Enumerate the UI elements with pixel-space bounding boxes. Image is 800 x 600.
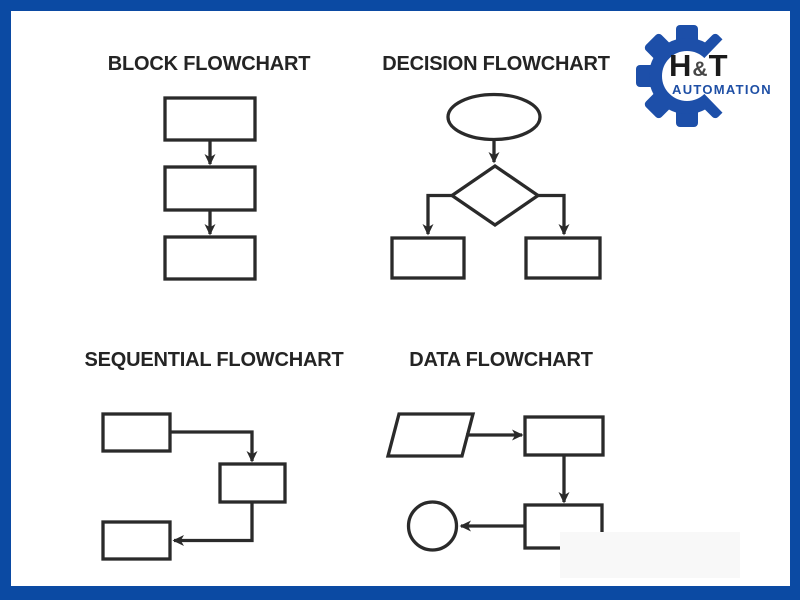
brand-name: H&T bbox=[669, 50, 728, 85]
decision-rect-left bbox=[390, 236, 466, 280]
block-rect-2 bbox=[163, 165, 257, 212]
sequential-arrow-2 bbox=[172, 502, 254, 546]
block-rect-3 bbox=[163, 235, 257, 281]
data-circle bbox=[406, 500, 459, 552]
brand-logo: H&T AUTOMATION bbox=[625, 16, 785, 131]
decision-ellipse bbox=[446, 92, 542, 142]
sequential-flowchart-title: SEQUENTIAL FLOWCHART bbox=[84, 349, 344, 371]
gear-icon bbox=[636, 25, 738, 127]
block-rect-1 bbox=[163, 96, 257, 142]
decision-flowchart-title: DECISION FLOWCHART bbox=[382, 53, 610, 75]
decision-arrow-left bbox=[422, 193, 452, 236]
decision-rect-right bbox=[524, 236, 602, 280]
block-flowchart-title: BLOCK FLOWCHART bbox=[107, 53, 311, 75]
brand-ampersand: & bbox=[692, 58, 708, 81]
sequential-arrow-1 bbox=[170, 430, 258, 463]
sequential-rect-1 bbox=[101, 412, 172, 453]
decision-diamond bbox=[449, 163, 541, 228]
brand-letter-h: H bbox=[669, 48, 692, 83]
decision-arrow-right bbox=[538, 193, 570, 236]
watermark-cover bbox=[560, 532, 740, 578]
brand-letter-t: T bbox=[708, 48, 728, 83]
brand-subtitle: AUTOMATION bbox=[672, 82, 772, 97]
sequential-rect-2 bbox=[218, 462, 287, 504]
data-rect-1 bbox=[523, 415, 605, 457]
data-flowchart-title: DATA FLOWCHART bbox=[409, 349, 593, 371]
data-parallelogram bbox=[385, 412, 476, 458]
sequential-rect-3 bbox=[101, 520, 172, 561]
